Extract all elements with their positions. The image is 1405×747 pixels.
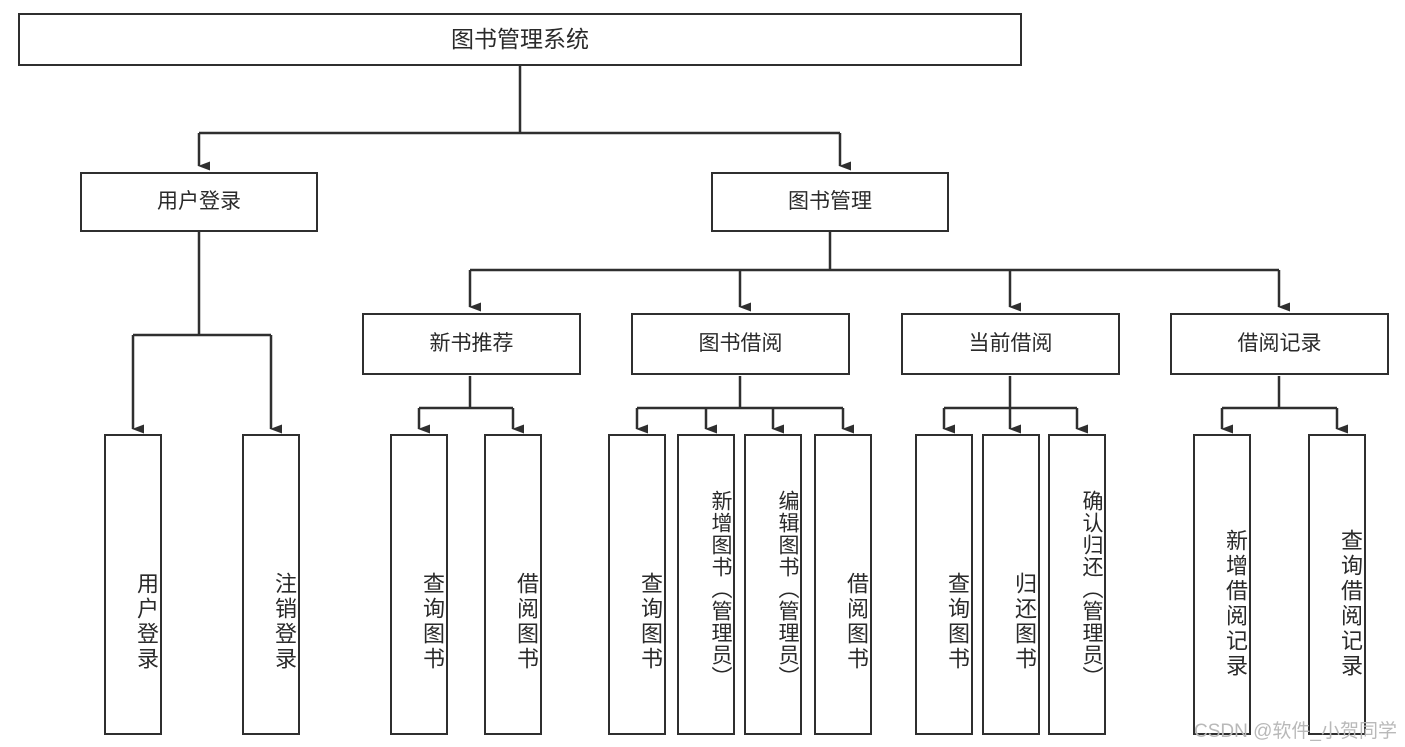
node-user-login[interactable]: 用户登录 <box>80 172 318 232</box>
node-current-borrow[interactable]: 当前借阅 <box>901 313 1120 375</box>
leaf-return-book[interactable]: 归还图书 <box>982 434 1040 735</box>
leaf-user-login[interactable]: 用户登录 <box>104 434 162 735</box>
leaf-query-book[interactable]: 查询图书 <box>608 434 666 735</box>
leaf-confirm-return-admin[interactable]: 确认归还（管理员） <box>1048 434 1106 735</box>
leaf-add-borrow-record[interactable]: 新增借阅记录 <box>1193 434 1251 735</box>
leaf-edit-book-admin[interactable]: 编辑图书（管理员） <box>744 434 802 735</box>
leaf-logout[interactable]: 注销登录 <box>242 434 300 735</box>
leaf-borrow-book[interactable]: 借阅图书 <box>814 434 872 735</box>
leaf-query-book-new[interactable]: 查询图书 <box>390 434 448 735</box>
node-book-management[interactable]: 图书管理 <box>711 172 949 232</box>
node-borrow-record[interactable]: 借阅记录 <box>1170 313 1389 375</box>
leaf-add-book-admin[interactable]: 新增图书（管理员） <box>677 434 735 735</box>
node-new-book-recommend[interactable]: 新书推荐 <box>362 313 581 375</box>
leaf-query-borrow-record[interactable]: 查询借阅记录 <box>1308 434 1366 735</box>
leaf-borrow-book-new[interactable]: 借阅图书 <box>484 434 542 735</box>
leaf-query-book-current[interactable]: 查询图书 <box>915 434 973 735</box>
node-book-borrow[interactable]: 图书借阅 <box>631 313 850 375</box>
node-root-system[interactable]: 图书管理系统 <box>18 13 1022 66</box>
